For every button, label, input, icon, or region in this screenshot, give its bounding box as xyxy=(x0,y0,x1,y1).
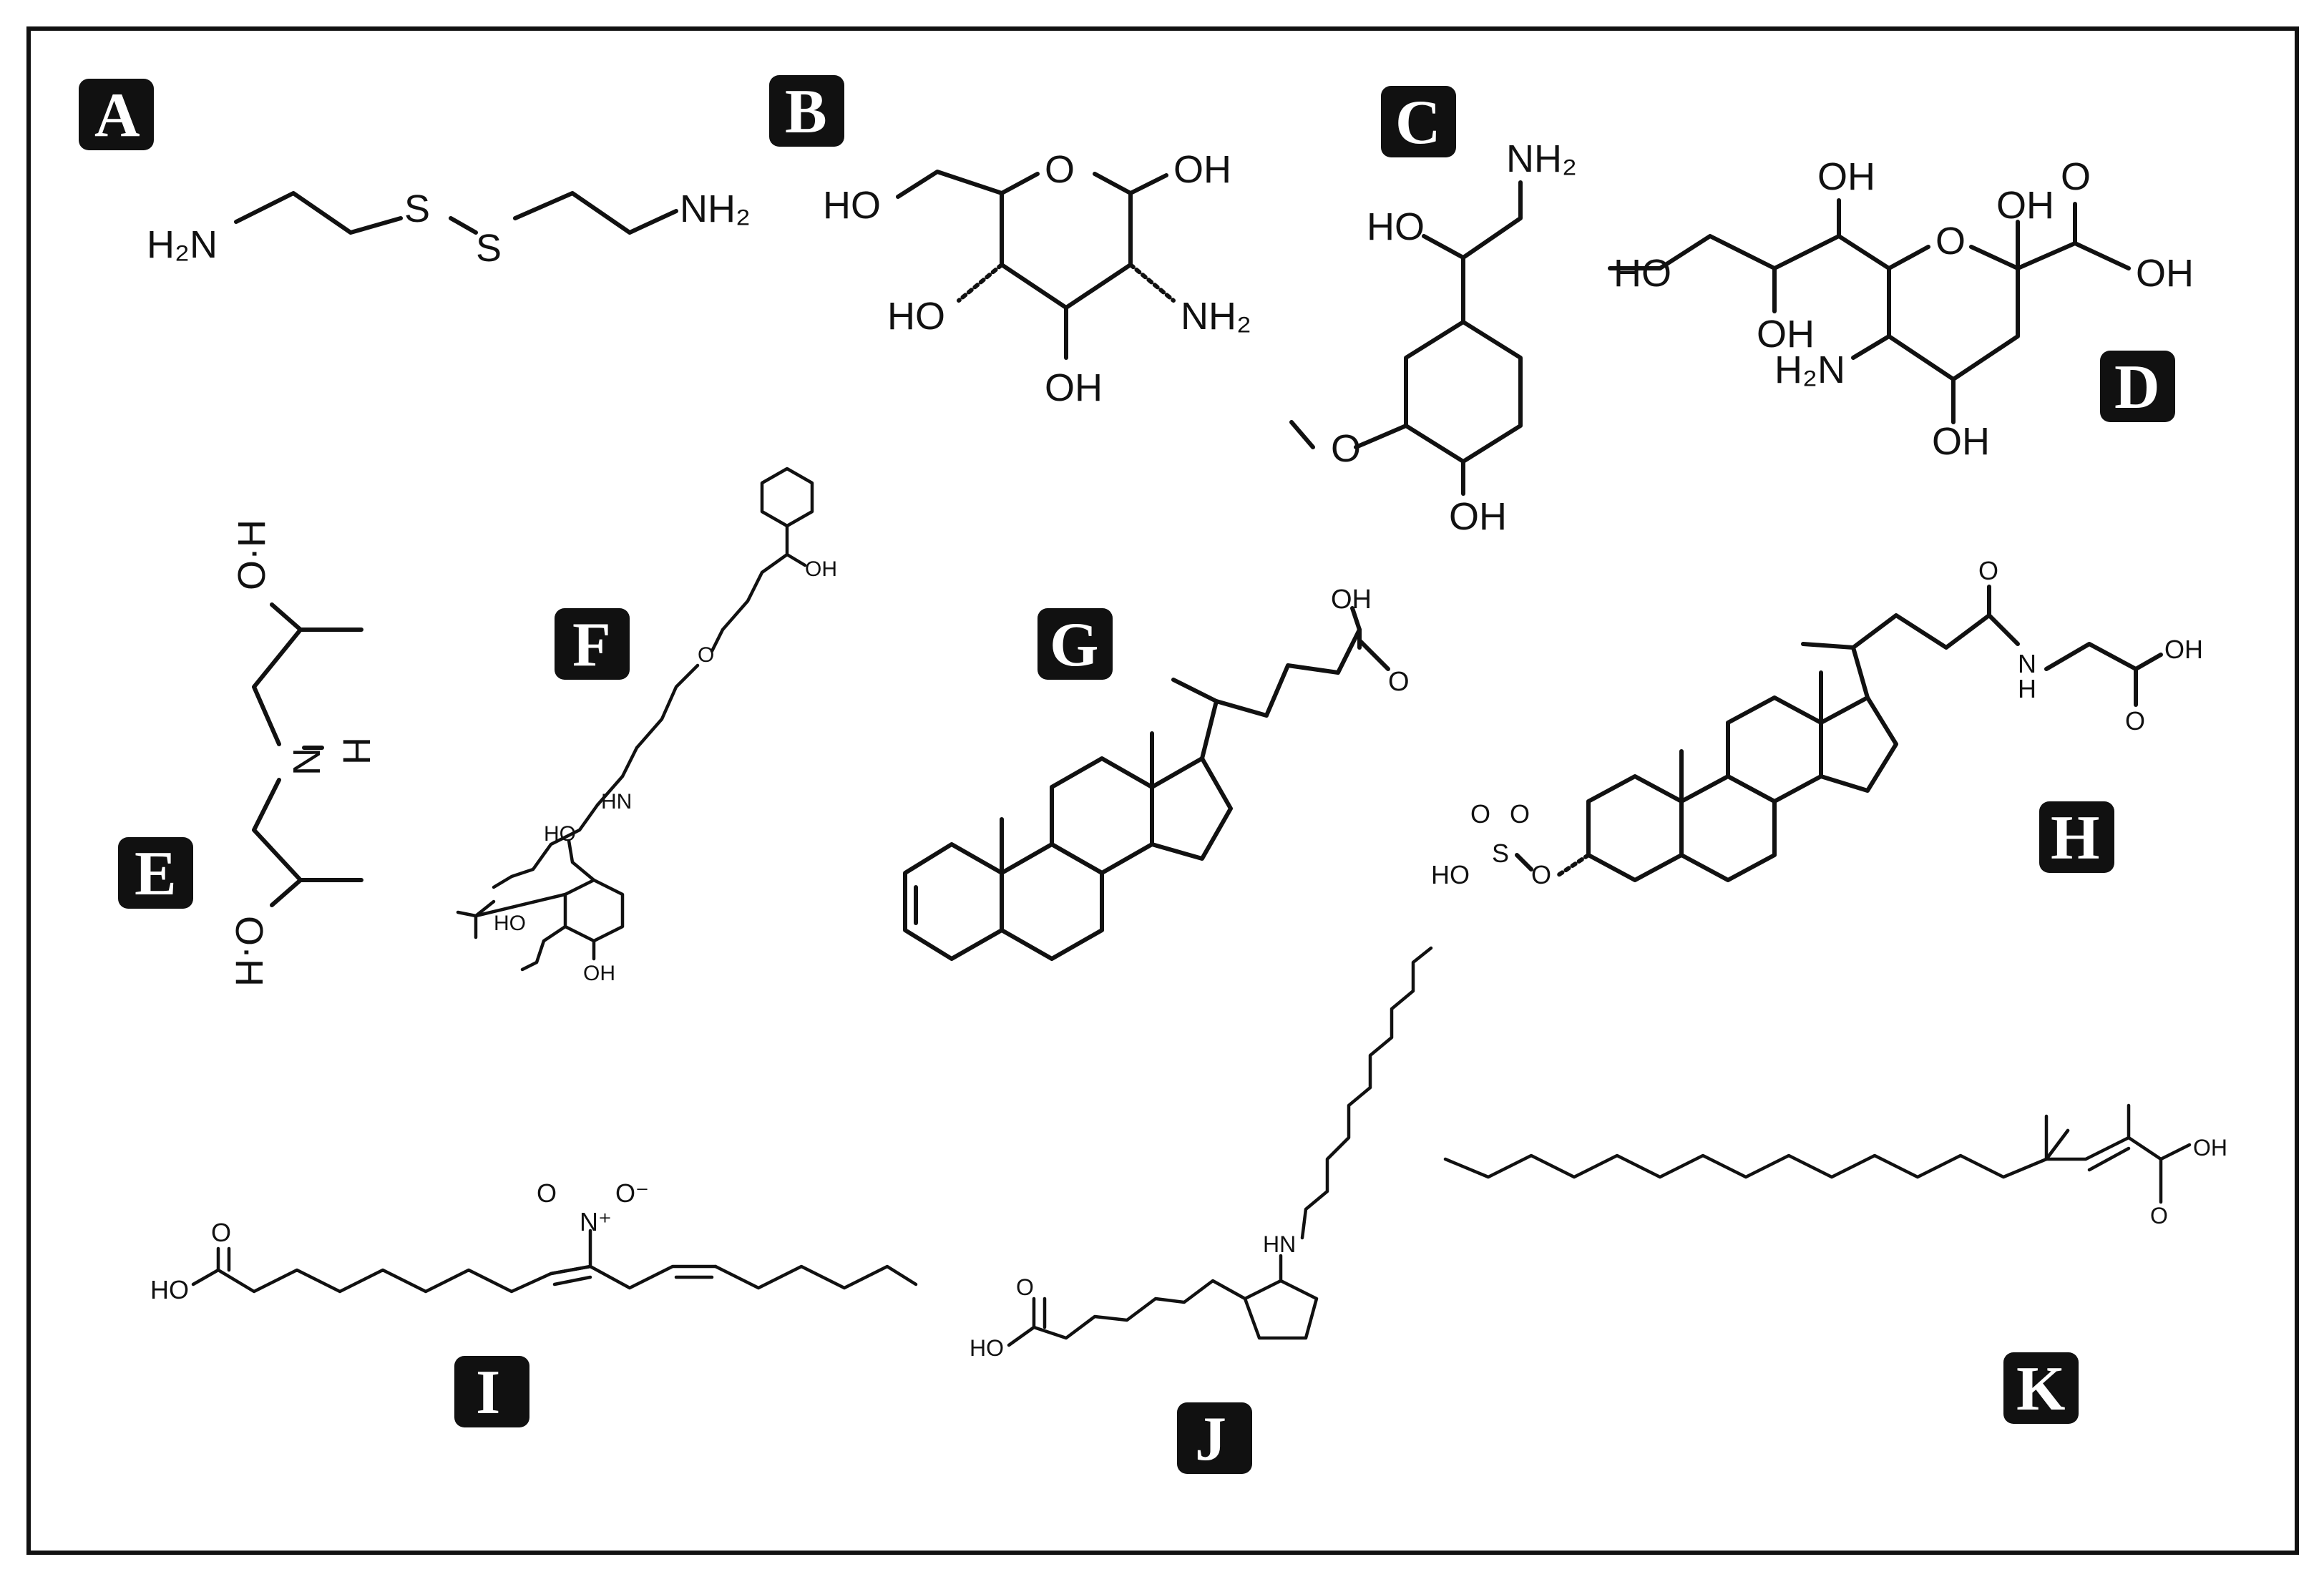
svg-text:H: H xyxy=(2051,804,2099,873)
panel-badge-e: E xyxy=(118,837,193,909)
figure-border xyxy=(26,26,2299,1555)
atom-label: H xyxy=(2018,674,2036,703)
structure-c: NH₂ HO O OH xyxy=(1289,137,1577,538)
atom-label: NH₂ xyxy=(680,187,751,230)
svg-text:D: D xyxy=(2114,353,2160,422)
structure-a: H₂N S S NH₂ xyxy=(147,187,751,270)
panel-badge-c: C xyxy=(1381,86,1456,157)
atom-label: H₂N xyxy=(1774,348,1845,391)
atom-label: S xyxy=(404,187,430,230)
atom-label: OH xyxy=(583,962,615,985)
atom-label: O xyxy=(1016,1274,1034,1300)
atom-label: OH xyxy=(1173,148,1231,191)
atom-label: O xyxy=(2125,706,2145,736)
panel-badge-h: H xyxy=(2039,801,2114,873)
atom-label: O xyxy=(1531,860,1551,889)
atom-label: N xyxy=(285,748,328,776)
structure-d: OH O OH O OH HO OH H₂N OH xyxy=(1608,155,2194,463)
structure-f: OH O HN HO HO OH xyxy=(456,467,837,985)
atom-label: OH xyxy=(1331,585,1372,615)
atom-label: HO xyxy=(1431,860,1470,889)
atom-label: HO xyxy=(150,1275,189,1304)
panel-badge-i: I xyxy=(454,1356,529,1427)
structure-i: HO O N⁺ O O⁻ xyxy=(150,1178,918,1304)
atom-label: HO xyxy=(494,912,526,935)
structure-b: O OH HO HO NH₂ OH xyxy=(823,148,1251,409)
atom-label: HO xyxy=(887,295,945,338)
atom-label: OH xyxy=(1932,420,1990,463)
atom-label: NH₂ xyxy=(1506,137,1577,180)
atom-label: N xyxy=(2018,649,2036,678)
panel-badge-a: A xyxy=(79,79,154,150)
atom-label: OH xyxy=(1996,184,2054,227)
atom-label: OH xyxy=(2136,252,2194,295)
atom-label: O xyxy=(1388,667,1410,697)
atom-label: OH xyxy=(2193,1135,2227,1161)
panel-badge-b: B xyxy=(769,75,844,147)
atom-label: OH xyxy=(1449,495,1507,538)
svg-text:J: J xyxy=(1195,1405,1226,1474)
panel-badge-g: G xyxy=(1038,608,1113,680)
svg-text:K: K xyxy=(2016,1354,2065,1424)
structure-k: OH O xyxy=(1443,1103,2227,1229)
atom-label: H xyxy=(335,737,378,765)
svg-text:C: C xyxy=(1395,88,1441,157)
atom-label: O⁻ xyxy=(615,1178,649,1208)
atom-label: S xyxy=(1492,839,1509,868)
atom-label: HO xyxy=(823,184,881,227)
atom-label: O xyxy=(698,643,714,667)
atom-label: O xyxy=(2150,1203,2168,1229)
atom-label: O xyxy=(211,1218,231,1247)
atom-label: HO xyxy=(1367,205,1425,248)
atom-label: S xyxy=(476,227,502,270)
atom-label: HO xyxy=(970,1335,1004,1361)
atom-label: NH₂ xyxy=(1181,295,1251,338)
atom-label: O·H xyxy=(228,916,270,987)
atom-label: H₂N xyxy=(147,223,218,266)
structure-g: OH O xyxy=(903,585,1410,961)
atom-label: O xyxy=(1331,427,1361,470)
structure-e: O·H N H O·H xyxy=(228,519,378,987)
atom-label: N⁺ xyxy=(580,1207,612,1236)
svg-text:A: A xyxy=(94,81,140,150)
structure-j: HO O HN xyxy=(970,946,1433,1361)
atom-label: O xyxy=(1978,556,1998,585)
atom-label: O xyxy=(1470,799,1490,829)
svg-text:G: G xyxy=(1050,610,1098,680)
svg-text:F: F xyxy=(572,610,611,680)
atom-label: OH xyxy=(1757,313,1815,356)
atom-label: HO xyxy=(1613,252,1671,295)
atom-label: HO xyxy=(544,822,576,846)
atom-label: O xyxy=(2061,155,2091,198)
atom-label: OH xyxy=(1817,155,1875,198)
atom-label: O·H xyxy=(230,519,273,590)
atom-label: O xyxy=(537,1178,557,1208)
panel-badge-j: J xyxy=(1177,1402,1252,1474)
atom-label: OH xyxy=(1045,366,1103,409)
atom-label: O xyxy=(1935,220,1966,263)
svg-text:I: I xyxy=(476,1358,500,1427)
atom-label: OH xyxy=(805,557,837,581)
panel-badge-k: K xyxy=(2003,1352,2079,1424)
svg-text:B: B xyxy=(785,77,827,147)
atom-label: HN xyxy=(601,790,632,814)
atom-label: HN xyxy=(1263,1231,1296,1257)
atom-label: O xyxy=(1045,148,1075,191)
svg-text:E: E xyxy=(135,839,177,909)
panel-badge-d: D xyxy=(2100,351,2175,422)
atom-label: OH xyxy=(2164,635,2203,664)
atom-label: O xyxy=(1510,799,1530,829)
structure-h: O N H OH O O S O O HO xyxy=(1431,556,2203,889)
panel-badge-f: F xyxy=(555,608,630,680)
